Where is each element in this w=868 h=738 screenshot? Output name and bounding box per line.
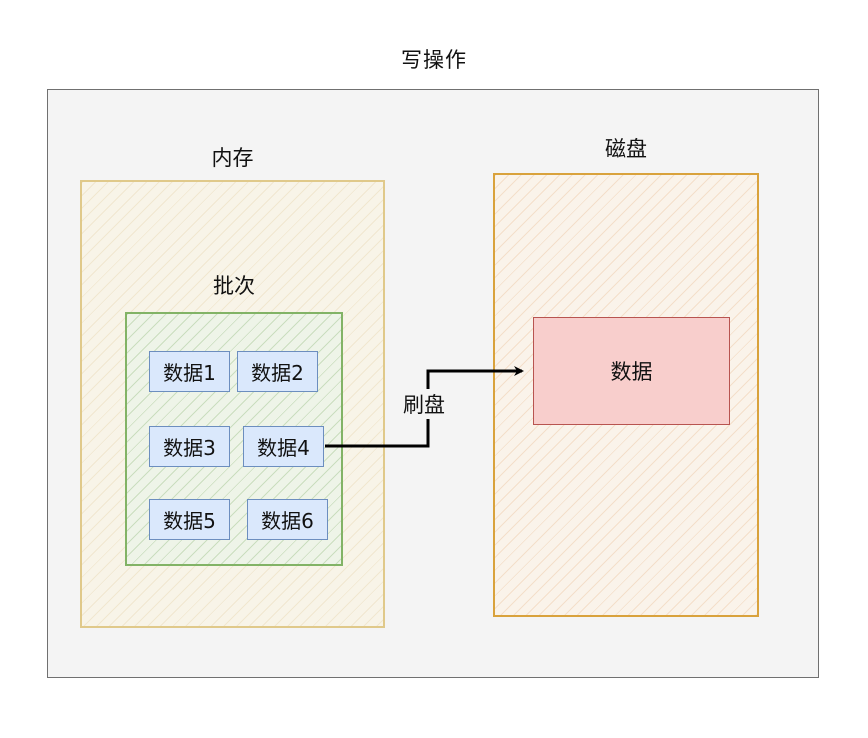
batch-label: 批次: [213, 274, 255, 298]
memory-label: 内存: [211, 146, 254, 170]
batch-item-4: 数据4: [243, 426, 324, 467]
disk-data-block: 数据: [533, 317, 730, 425]
batch-item-5: 数据5: [149, 499, 230, 540]
batch-item-3: 数据3: [149, 426, 230, 467]
batch-item-1: 数据1: [149, 351, 230, 392]
batch-item-6: 数据6: [247, 499, 328, 540]
batch-item-2: 数据2: [237, 351, 318, 392]
flush-label: 刷盘: [388, 389, 460, 419]
disk-label: 磁盘: [605, 137, 647, 161]
diagram-title: 写操作: [401, 48, 467, 72]
